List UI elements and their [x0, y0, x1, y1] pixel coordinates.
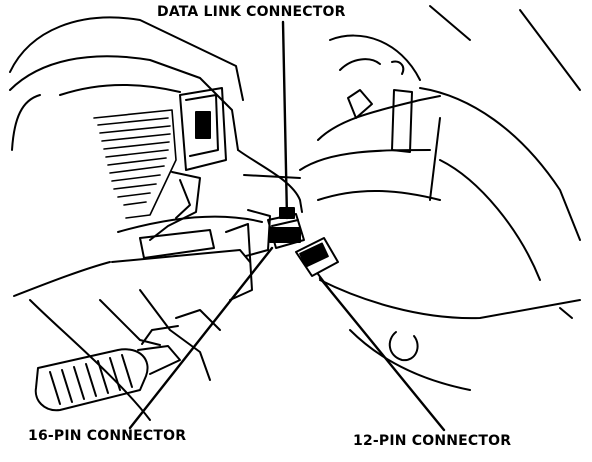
leader-line-dlc: [281, 20, 289, 220]
dashboard-upper-panel: [9, 16, 244, 151]
switch-block: [179, 87, 227, 171]
leader-lines: [128, 20, 446, 432]
sixteen-pin-connector-label: 16-PIN CONNECTOR: [28, 428, 187, 444]
vent-louvers: [93, 109, 177, 219]
lower-bracket: [111, 171, 263, 263]
leader-line-12pin: [318, 276, 446, 432]
twelve-pin-connector: [295, 237, 339, 291]
center-console: [225, 149, 303, 301]
data-link-connector-label: DATA LINK CONNECTOR: [157, 4, 346, 20]
right-dash-panel: [299, 5, 581, 281]
brake-pedal: [34, 325, 181, 412]
twelve-pin-connector-label: 12-PIN CONNECTOR: [353, 433, 512, 449]
leader-line-16pin: [128, 246, 274, 430]
kick-panel: [319, 279, 581, 391]
